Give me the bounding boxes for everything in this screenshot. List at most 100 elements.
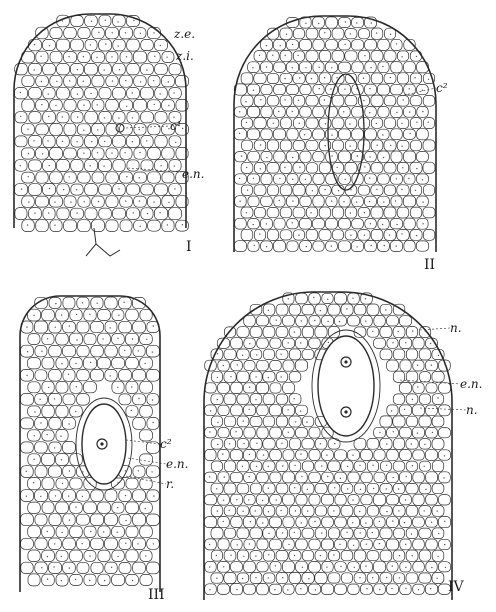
cell (400, 450, 412, 461)
cell (261, 151, 272, 162)
cell-nucleus-dot (83, 105, 84, 106)
cell-nucleus-dot (110, 327, 111, 328)
cell (21, 490, 34, 502)
cell (332, 28, 344, 39)
cell (378, 129, 390, 139)
cell-nucleus-dot (405, 567, 406, 568)
cell-nucleus-dot (350, 212, 351, 213)
cell (49, 297, 61, 308)
cell (399, 316, 411, 326)
cell-nucleus-dot (294, 487, 295, 488)
cell (169, 136, 181, 147)
cell-nucleus-dot (217, 377, 218, 378)
cell (49, 196, 62, 207)
cell (263, 371, 275, 382)
cell (397, 207, 409, 218)
cell (426, 494, 438, 505)
cell (413, 450, 425, 460)
cell (119, 345, 131, 357)
cell (325, 218, 337, 229)
cell (21, 514, 34, 526)
cell (300, 151, 311, 162)
cell-nucleus-dot (47, 338, 48, 339)
cell (15, 160, 27, 172)
cell-nucleus-dot (301, 476, 302, 477)
cell-nucleus-dot (263, 454, 264, 455)
cell (105, 297, 118, 309)
cell-nucleus-dot (56, 81, 57, 82)
cell (341, 550, 353, 560)
cell-nucleus-dot (266, 157, 267, 158)
cell-nucleus-dot (327, 321, 328, 322)
cell-nucleus-dot (379, 589, 380, 590)
cell-nucleus-dot (243, 443, 244, 444)
cell (119, 514, 131, 525)
cell (257, 539, 268, 550)
cell-nucleus-dot (139, 177, 140, 178)
cell-nucleus-dot (268, 377, 269, 378)
cell (384, 207, 396, 218)
cell-nucleus-dot (49, 188, 50, 189)
figure-2-drawing (234, 16, 436, 252)
cell (410, 96, 422, 106)
cell-nucleus-dot (401, 123, 402, 124)
cell (365, 174, 377, 184)
cell-nucleus-dot (336, 77, 337, 78)
cell (393, 416, 405, 427)
cell (361, 495, 372, 505)
cell (85, 15, 98, 26)
cell (269, 405, 281, 416)
cell (205, 405, 217, 416)
cell-nucleus-dot (83, 153, 84, 154)
cell-nucleus-dot (20, 92, 21, 93)
cell (134, 99, 147, 111)
cell (28, 574, 40, 586)
cell (105, 369, 117, 381)
cell (273, 129, 285, 140)
cell (224, 506, 236, 516)
cell-nucleus-dot (288, 298, 289, 299)
cell (419, 573, 431, 583)
cell (112, 358, 125, 369)
cell (306, 229, 318, 240)
cell-nucleus-dot (20, 165, 21, 166)
cell-nucleus-dot (76, 314, 77, 315)
cell (204, 517, 216, 528)
fig2-label-c2: c² (436, 82, 448, 94)
cell (380, 528, 392, 539)
cell-nucleus-dot (209, 589, 210, 590)
cell-nucleus-dot (417, 432, 418, 433)
cell (296, 517, 307, 528)
cell (42, 550, 55, 562)
cell (244, 561, 256, 572)
cell (63, 442, 76, 454)
cell-nucleus-dot (282, 577, 283, 578)
cell (358, 50, 369, 61)
cell (423, 95, 435, 106)
cell-nucleus-dot (137, 543, 138, 544)
cell-nucleus-dot (401, 233, 402, 234)
cell-nucleus-dot (249, 454, 250, 455)
cell (98, 309, 111, 320)
cell (367, 304, 379, 315)
cell-nucleus-dot (390, 34, 391, 35)
cell-nucleus-dot (117, 387, 118, 388)
fig3-label-en: e.n. (166, 458, 188, 470)
cell-nucleus-dot (54, 225, 55, 226)
cell-nucleus-dot (110, 375, 111, 376)
cell (306, 163, 317, 173)
cell-nucleus-dot (352, 499, 353, 500)
cell (378, 196, 390, 206)
cell (276, 483, 288, 494)
cell (295, 360, 307, 371)
cell-nucleus-dot (77, 94, 78, 95)
cell-nucleus-dot (365, 321, 366, 322)
cell-nucleus-dot (41, 104, 42, 105)
cell (154, 208, 167, 220)
cell (257, 584, 269, 595)
cell-nucleus-dot (217, 353, 218, 354)
cell-nucleus-dot (47, 556, 48, 557)
cell-nucleus-dot (47, 140, 48, 141)
cell (438, 517, 450, 528)
